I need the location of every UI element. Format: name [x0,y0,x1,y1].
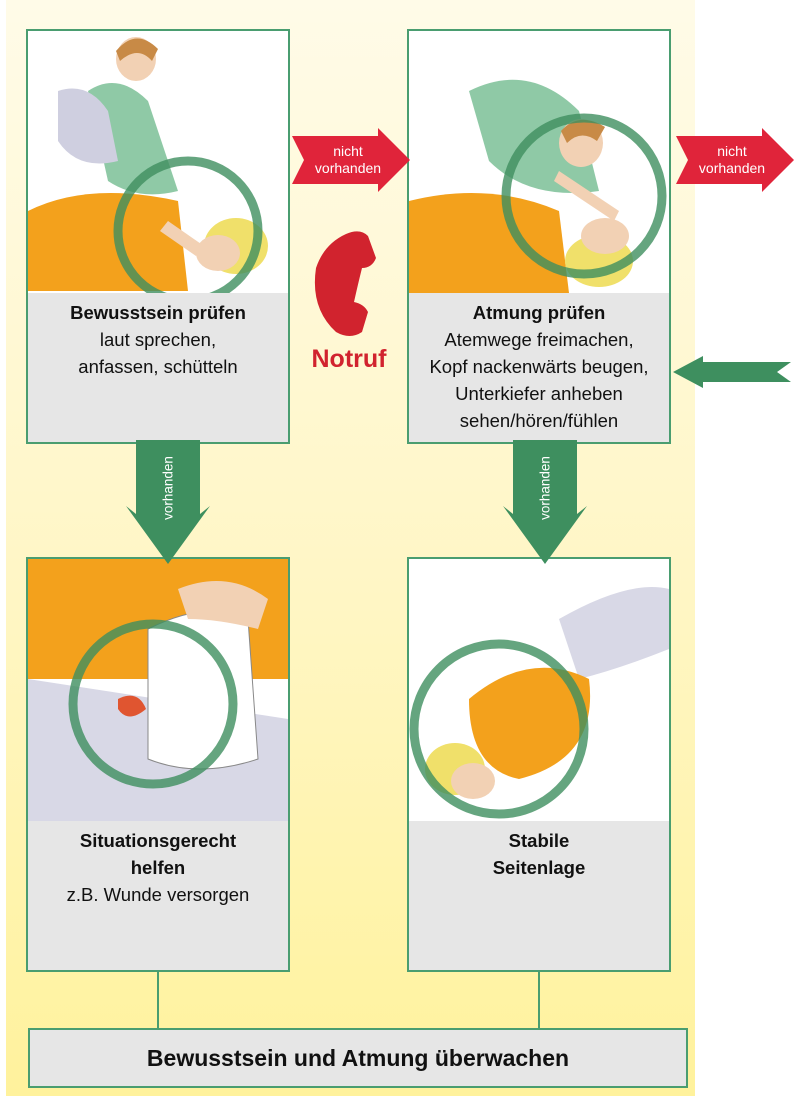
phone-icon [306,228,396,343]
arrow-label: vorhanden [292,160,404,177]
step-line: Atemwege freimachen, [409,326,669,353]
step-check-breathing: Atmung prüfen Atemwege freimachen, Kopf … [407,29,671,444]
step-line: laut sprechen, [28,326,288,353]
step-line: Unterkiefer anheben [409,380,669,407]
step-help-appropriately: Situationsgerecht helfen z.B. Wunde vers… [26,557,290,972]
arrow-present-2: vorhanden [503,440,587,564]
arrow-not-present-2: nicht vorhanden [676,128,795,192]
illustration-recovery-position [409,559,669,821]
arrow-not-present-1: nicht vorhanden [292,128,412,192]
step-title: Situationsgerecht [28,827,288,854]
emergency-call-label: Notruf [302,344,396,374]
step-line: anfassen, schütteln [28,353,288,380]
step-title: Stabile [409,827,669,854]
monitor-box: Bewusstsein und Atmung überwachen [28,1028,688,1088]
arrow-label: vorhanden [538,456,553,520]
arrow-return [673,356,793,393]
arrow-label: vorhanden [161,456,176,520]
step-title: Seitenlage [409,854,669,881]
step-line: z.B. Wunde versorgen [28,881,288,908]
step-line: sehen/hören/fühlen [409,407,669,434]
step-check-consciousness: Bewusstsein prüfen laut sprechen, anfass… [26,29,290,444]
step-line: Kopf nackenwärts beugen, [409,353,669,380]
arrow-present-1: vorhanden [126,440,210,564]
illustration-check-breathing [409,31,669,293]
connector-line [157,972,159,1028]
step-recovery-position: Stabile Seitenlage [407,557,671,972]
step-title: Atmung prüfen [409,299,669,326]
illustration-wound-care [28,559,288,821]
arrow-label: vorhanden [676,160,788,177]
illustration-check-consciousness [28,31,288,293]
step-title: helfen [28,854,288,881]
connector-line [538,972,540,1028]
arrow-label: nicht [292,143,404,160]
step-title: Bewusstsein prüfen [28,299,288,326]
arrow-label: nicht [676,143,788,160]
